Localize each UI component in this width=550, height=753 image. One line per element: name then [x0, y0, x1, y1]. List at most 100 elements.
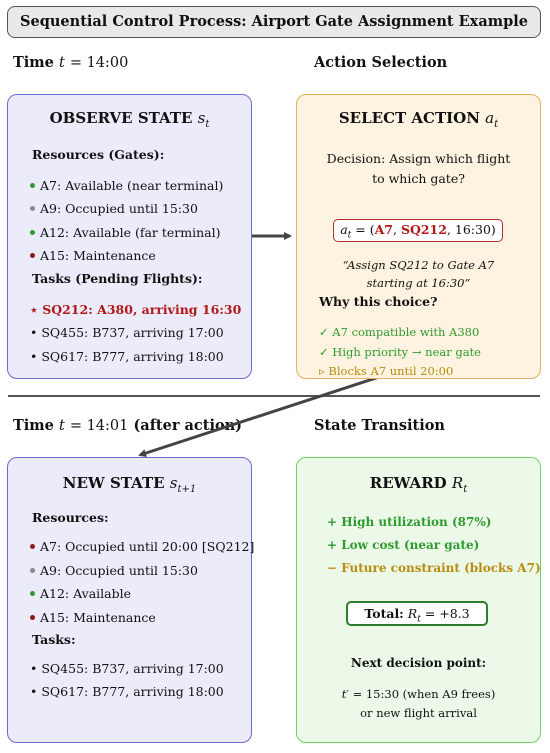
star-icon: ⋆: [30, 302, 38, 317]
new-resource-item: A12: Available: [30, 586, 131, 601]
formula-lhs-var: a: [340, 222, 348, 237]
diagram-title: Sequential Control Process: Airport Gate…: [7, 6, 541, 38]
reward-title-var: R: [451, 474, 464, 492]
why-choice-label: Why this choice?: [319, 294, 438, 309]
reward-total: Total: Rt = +8.3: [346, 601, 488, 626]
new-task-text: SQ617: B777, arriving 18:00: [41, 684, 224, 699]
observe-resource-text: A7: Available (near terminal): [40, 178, 224, 193]
time-header-2-value: = 14:01: [69, 418, 129, 434]
reward-total-label: Total:: [364, 606, 404, 621]
new-state-title-sub: t+1: [177, 484, 197, 495]
reward-total-sub: t: [417, 614, 421, 625]
time-header-2-prefix: Time: [13, 417, 54, 434]
formula-lhs-sub: t: [347, 230, 352, 241]
new-task-text: SQ455: B737, arriving 17:00: [41, 661, 224, 676]
reward-total-value: = +8.3: [424, 606, 470, 621]
action-quote-line-1: “Assign SQ212 to Gate A7: [342, 258, 495, 272]
status-dot-icon: [30, 591, 35, 596]
decision-line-1: Decision: Assign which flight: [326, 151, 511, 166]
bullet-icon: •: [30, 325, 38, 340]
observe-state-box: OBSERVE STATE st Resources (Gates): A7: …: [7, 94, 252, 379]
observe-resources-label: Resources (Gates):: [32, 147, 165, 162]
bullet-icon: •: [30, 661, 38, 676]
select-action-title-sub: t: [494, 119, 499, 130]
action-quote-line-2: starting at 16:30”: [366, 276, 471, 290]
new-resources-label: Resources:: [32, 510, 109, 525]
new-state-title-var: s: [169, 474, 178, 492]
new-resource-text: A9: Occupied until 15:30: [40, 563, 198, 578]
formula-sep: ,: [392, 222, 401, 237]
new-resource-item: A15: Maintenance: [30, 610, 156, 625]
action-selection-header: Action Selection: [314, 54, 448, 71]
observe-resource-item: A12: Available (far terminal): [30, 225, 221, 240]
status-dot-icon: [30, 615, 35, 620]
reason-item-warning: ▹ Blocks A7 until 20:00: [319, 364, 454, 378]
observe-task-text: SQ617: B777, arriving 18:00: [41, 349, 224, 364]
reward-title-sub: t: [463, 484, 468, 495]
observe-resource-text: A12: Available (far terminal): [40, 225, 221, 240]
status-dot-icon: [30, 544, 35, 549]
reason-item: ✓ A7 compatible with A380: [319, 325, 480, 339]
time-header-1-prefix: Time: [13, 54, 54, 71]
next-decision-time: = 15:30 (when A9 frees): [352, 687, 496, 701]
observe-task-item-highlight: ⋆ SQ212: A380, arriving 16:30: [30, 302, 241, 317]
observe-state-title-var: s: [197, 109, 206, 127]
reason-item: ✓ High priority → near gate: [319, 345, 481, 359]
select-action-title: SELECT ACTION at: [297, 109, 540, 130]
new-resource-text: A15: Maintenance: [40, 610, 156, 625]
new-resource-text: A12: Available: [40, 586, 131, 601]
reward-box: REWARD Rt + High utilization (87%) + Low…: [296, 457, 541, 743]
observe-resource-text: A15: Maintenance: [40, 248, 156, 263]
observe-task-text: SQ455: B737, arriving 17:00: [41, 325, 224, 340]
time-header-2-var: t: [58, 418, 65, 434]
observe-tasks-label: Tasks (Pending Flights):: [32, 271, 203, 286]
reward-total-var: R: [407, 606, 418, 621]
new-state-title-text: NEW STATE: [62, 474, 165, 492]
formula-gate: A7: [374, 222, 393, 237]
observe-state-title: OBSERVE STATE st: [8, 109, 251, 130]
new-resource-text: A7: Occupied until 20:00 [SQ212]: [40, 539, 255, 554]
new-tasks-label: Tasks:: [32, 632, 76, 647]
status-dot-icon: [30, 206, 35, 211]
new-state-title: NEW STATE st+1: [8, 474, 251, 495]
state-transition-header: State Transition: [314, 417, 445, 434]
time-header-1-var: t: [58, 55, 65, 71]
status-dot-icon: [30, 183, 35, 188]
reward-item: + High utilization (87%): [327, 515, 492, 529]
formula-eq: = (: [355, 222, 375, 237]
time-header-1: Time t = 14:00: [13, 54, 128, 71]
observe-task-text: SQ212: A380, arriving 16:30: [42, 302, 242, 317]
next-decision-line-1: t′ = 15:30 (when A9 frees): [297, 687, 540, 701]
reward-item-penalty: − Future constraint (blocks A7): [327, 561, 541, 575]
next-decision-label: Next decision point:: [350, 656, 487, 670]
bullet-icon: •: [30, 684, 38, 699]
status-dot-icon: [30, 230, 35, 235]
observe-task-item: • SQ617: B777, arriving 18:00: [30, 349, 224, 364]
reward-title: REWARD Rt: [297, 474, 540, 495]
formula-time: , 16:30): [446, 222, 496, 237]
time-header-1-value: = 14:00: [69, 55, 129, 71]
observe-task-item: • SQ455: B737, arriving 17:00: [30, 325, 224, 340]
new-task-item: • SQ455: B737, arriving 17:00: [30, 661, 224, 676]
observe-state-title-sub: t: [205, 119, 210, 130]
action-formula: at = (A7, SQ212, 16:30): [333, 219, 503, 242]
new-resource-item: A9: Occupied until 15:30: [30, 563, 198, 578]
select-action-title-text: SELECT ACTION: [338, 109, 480, 127]
status-dot-icon: [30, 253, 35, 258]
new-state-box: NEW STATE st+1 Resources: A7: Occupied u…: [7, 457, 255, 743]
observe-resource-text: A9: Occupied until 15:30: [40, 201, 198, 216]
section-divider: [8, 395, 540, 397]
observe-resource-item: A7: Available (near terminal): [30, 178, 223, 193]
reward-title-text: REWARD: [369, 474, 447, 492]
new-task-item: • SQ617: B777, arriving 18:00: [30, 684, 224, 699]
arrow-select-to-newstate: [138, 374, 383, 457]
bullet-icon: •: [30, 349, 38, 364]
formula-flight: SQ212: [400, 222, 447, 237]
status-dot-icon: [30, 568, 35, 573]
observe-resource-item: A15: Maintenance: [30, 248, 156, 263]
select-action-title-var: a: [485, 109, 495, 127]
reward-item: + Low cost (near gate): [327, 538, 480, 552]
observe-state-title-text: OBSERVE STATE: [49, 109, 193, 127]
decision-line-2: to which gate?: [372, 171, 465, 186]
